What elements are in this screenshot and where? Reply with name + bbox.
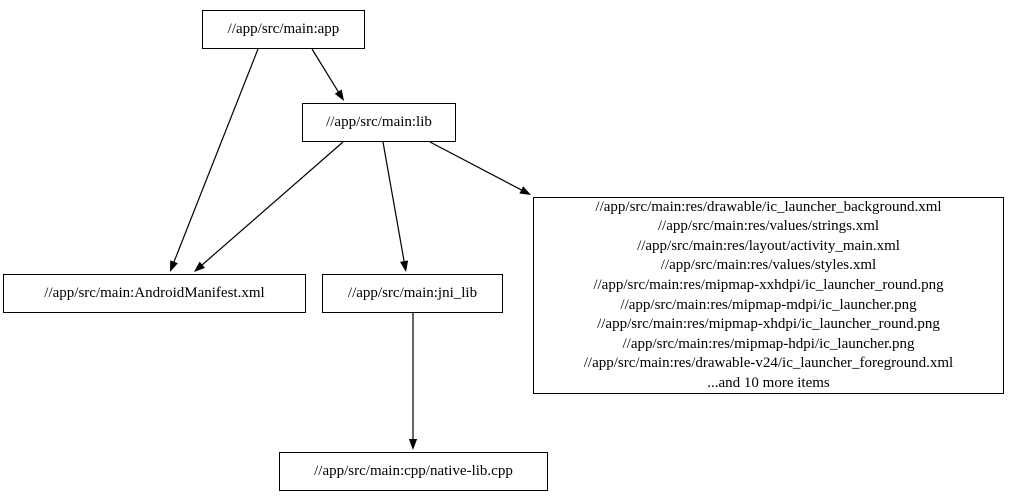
graph-node-label: //app/src/main:app — [203, 22, 364, 37]
graph-node-label-line: //app/src/main:res/drawable/ic_launcher_… — [595, 198, 942, 215]
graph-node-native_lib_cpp[interactable]: //app/src/main:cpp/native-lib.cpp — [279, 452, 548, 491]
graph-node-label-line: //app/src/main:lib — [326, 114, 432, 130]
graph-node-label: //app/src/main:AndroidManifest.xml — [4, 286, 305, 301]
graph-edge-arrowhead-lib-to-android_manifest — [194, 261, 205, 272]
graph-edge-arrowhead-jni_lib-to-native_lib_cpp — [408, 439, 418, 450]
graph-node-app[interactable]: //app/src/main:app — [202, 10, 365, 49]
graph-node-label-line: //app/src/main:res/mipmap-xhdpi/ic_launc… — [597, 316, 940, 333]
graph-edge-arrowhead-lib-to-jni_lib — [400, 260, 409, 272]
graph-node-res_group[interactable]: //app/src/main:res/drawable/ic_launcher_… — [533, 197, 1004, 394]
graph-node-label: //app/src/main:cpp/native-lib.cpp — [280, 464, 547, 479]
graph-node-jni_lib[interactable]: //app/src/main:jni_lib — [322, 274, 503, 313]
graph-edge-lib-to-android_manifest — [200, 141, 344, 267]
graph-edge-lib-to-res_group — [429, 141, 523, 192]
graph-node-label: //app/src/main:lib — [303, 115, 455, 130]
graph-node-label-line: //app/src/main:res/mipmap-xxhdpi/ic_laun… — [593, 276, 944, 293]
graph-edge-lib-to-jni_lib — [382, 141, 405, 263]
graph-edge-arrowhead-app-to-android_manifest — [170, 260, 178, 272]
graph-node-label-line: //app/src/main:res/values/strings.xml — [657, 218, 880, 235]
graph-node-label-line: //app/src/main:res/mipmap-hdpi/ic_launch… — [622, 335, 915, 352]
graph-node-label: //app/src/main:res/drawable/ic_launcher_… — [534, 198, 1003, 394]
graph-node-label-line: //app/src/main:res/layout/activity_main.… — [637, 237, 900, 254]
graph-node-label-line: //app/src/main:res/mipmap-mdpi/ic_launch… — [620, 296, 917, 313]
graph-edge-arrowhead-app-to-lib — [334, 89, 344, 101]
graph-node-label: //app/src/main:jni_lib — [323, 286, 502, 301]
graph-node-label-line: //app/src/main:res/values/styles.xml — [660, 257, 877, 274]
graph-node-label-line: //app/src/main:res/drawable-v24/ic_launc… — [583, 355, 954, 372]
graph-node-lib[interactable]: //app/src/main:lib — [302, 103, 456, 142]
graph-edge-app-to-android_manifest — [172, 48, 259, 264]
graph-node-label-line: ...and 10 more items — [707, 374, 830, 391]
graph-node-label-line: //app/src/main:cpp/native-lib.cpp — [314, 463, 513, 479]
graph-node-label-line: //app/src/main:app — [227, 21, 340, 37]
graph-edge-app-to-lib — [311, 48, 340, 94]
graph-node-label-line: //app/src/main:jni_lib — [347, 285, 478, 301]
graph-edge-arrowhead-lib-to-res_group — [519, 186, 531, 195]
graph-node-android_manifest[interactable]: //app/src/main:AndroidManifest.xml — [3, 274, 306, 313]
graph-node-label-line: //app/src/main:AndroidManifest.xml — [44, 285, 265, 301]
